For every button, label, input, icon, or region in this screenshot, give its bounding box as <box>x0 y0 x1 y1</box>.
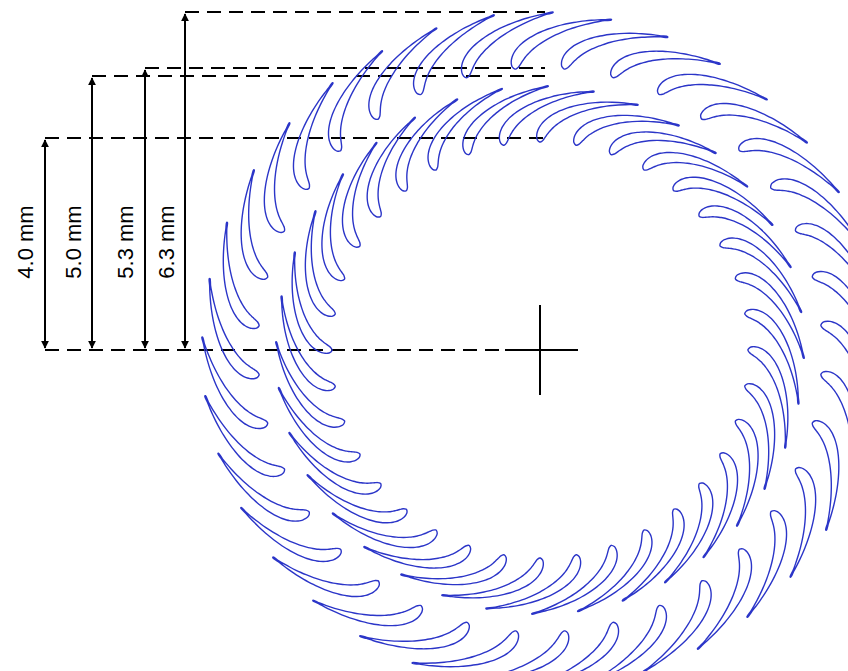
extension-line <box>145 67 545 69</box>
dimension-arrow <box>144 70 146 348</box>
turbine-blade <box>428 88 502 170</box>
turbine-blade <box>701 103 808 143</box>
turbine-blade <box>278 388 360 462</box>
center-line <box>539 305 541 395</box>
extension-line <box>45 349 520 351</box>
dimension-arrow <box>184 14 186 348</box>
extension-line <box>92 75 545 77</box>
dimension-label: 4.0 mm <box>15 203 37 280</box>
turbine-blade <box>342 142 377 247</box>
turbine-blade <box>739 138 839 192</box>
center-mark <box>505 305 578 395</box>
turbine-blade <box>703 453 738 558</box>
turbine-blade <box>527 622 619 671</box>
dimension-label: 5.0 mm <box>63 203 85 280</box>
turbine-blade <box>699 206 791 268</box>
turbine-blade <box>790 467 816 577</box>
turbine-blade <box>720 238 802 312</box>
turbine-blade <box>745 309 799 404</box>
turbine-blade <box>313 600 423 626</box>
turbine-blade <box>205 396 285 477</box>
turbine-blade <box>697 549 751 649</box>
turbine-blade <box>241 170 268 280</box>
turbine-blade <box>360 622 470 649</box>
turbine-blade <box>293 83 333 190</box>
extension-lines <box>45 12 545 350</box>
turbine-blade <box>369 28 437 119</box>
turbine-blade <box>657 74 767 100</box>
dimension-arrows <box>45 14 185 348</box>
turbine-blade <box>821 321 848 421</box>
turbine-blade <box>578 530 652 612</box>
dimension-arrow <box>44 140 46 348</box>
turbine-blade <box>795 224 848 305</box>
turbine-blade <box>735 419 758 526</box>
turbine-blade <box>747 511 787 618</box>
turbine-blade <box>771 179 848 247</box>
turbine-blade <box>273 557 380 597</box>
turbine-blade <box>241 507 341 561</box>
turbine-blade <box>622 509 684 601</box>
turbine-blade <box>218 453 309 521</box>
turbine-blade <box>611 51 721 78</box>
extension-line <box>45 137 545 139</box>
dimension-label: 6.3 mm <box>156 203 178 280</box>
turbine-blade <box>289 432 381 494</box>
turbine-blade <box>328 51 382 151</box>
blade-rings <box>202 12 848 671</box>
turbine-blade <box>332 513 437 548</box>
turbine-blade <box>609 132 716 155</box>
turbine-blade <box>643 581 711 671</box>
turbine-blade <box>812 271 848 363</box>
turbine-blade <box>812 421 839 531</box>
turbine-blade <box>264 123 290 233</box>
turbine-blade <box>643 152 748 187</box>
extension-line <box>185 11 545 13</box>
turbine-blade <box>396 99 458 191</box>
turbine-blade <box>364 545 471 568</box>
dimension-arrow <box>91 78 93 348</box>
center-line <box>505 349 578 351</box>
turbine-blade <box>322 174 345 281</box>
dimension-label: 5.3 mm <box>115 203 137 280</box>
turbine-blade <box>414 15 495 95</box>
